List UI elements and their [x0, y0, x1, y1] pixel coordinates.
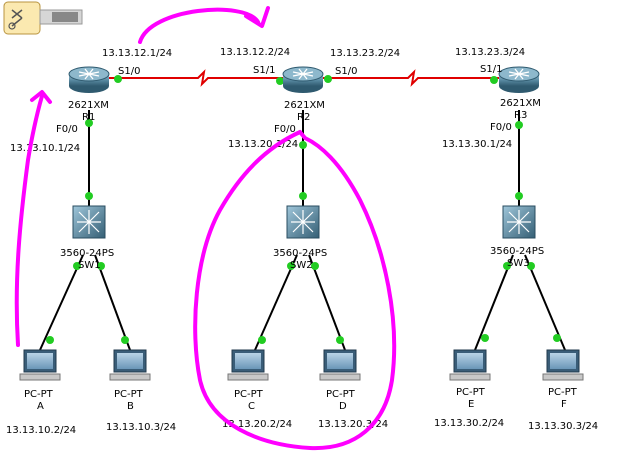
router-r1[interactable]: [68, 66, 110, 93]
sw3-name-label: SW3: [507, 258, 530, 269]
pc-e-ip-label: 13.13.30.2/24: [434, 418, 504, 429]
r1-name-label: R1: [82, 112, 95, 123]
pc-a[interactable]: [19, 349, 61, 381]
switch-sw3[interactable]: [502, 205, 536, 239]
pc-d-ip-label: 13.13.20.3/24: [318, 419, 388, 430]
freehand-annotations: [14, 6, 397, 451]
link-light: [515, 121, 523, 129]
link-light: [46, 336, 54, 344]
r1-f00-ip-label: 13.13.10.1/24: [10, 143, 80, 154]
sw2-model-label: 3560-24PS: [273, 248, 327, 259]
link-light: [324, 75, 332, 83]
pc-a-ip-label: 13.13.10.2/24: [6, 425, 76, 436]
link-light: [121, 336, 129, 344]
pc-f-ip-label: 13.13.30.3/24: [528, 421, 598, 432]
pc-d[interactable]: [319, 349, 361, 381]
annotation-curved-arrow: [138, 7, 260, 44]
r3-f00-label: F0/0: [490, 122, 512, 133]
pc-e-name-label: E: [468, 399, 474, 410]
serial-link-r2-r3[interactable]: [318, 69, 515, 87]
annotation-up-arrowhead: [30, 90, 52, 104]
r2-s11-label: S1/1: [253, 65, 275, 76]
pc-e[interactable]: [449, 349, 491, 381]
annotation-loop: [193, 130, 397, 451]
r3-s11-label: S1/1: [480, 64, 502, 75]
r2-s11-ip-label: 13.13.12.2/24: [220, 47, 290, 58]
link-sw1-b[interactable]: [94, 254, 131, 351]
annotation-up-arrow: [14, 94, 44, 347]
switch-sw2[interactable]: [286, 205, 320, 239]
pc-b-name-label: B: [127, 401, 134, 412]
r3-model-label: 2621XM: [500, 98, 541, 109]
link-status-lights: [46, 75, 561, 344]
link-sw2-d[interactable]: [308, 254, 346, 351]
pc-c-name-label: C: [248, 401, 255, 412]
pc-c-model-label: PC-PT: [234, 389, 264, 400]
link-light: [85, 192, 93, 200]
link-light: [527, 262, 535, 270]
link-light: [515, 192, 523, 200]
pc-e-model-label: PC-PT: [456, 387, 486, 398]
serial-link-r1-r2[interactable]: [103, 69, 300, 87]
r2-f00-ip-label: 13.13.20.1/24: [228, 139, 298, 150]
sw1-name-label: SW1: [78, 260, 101, 271]
r2-model-label: 2621XM: [284, 100, 325, 111]
r3-name-label: R3: [514, 110, 527, 121]
annotation-arrowhead: [244, 6, 270, 28]
link-light: [311, 262, 319, 270]
r3-s11-ip-label: 13.13.23.3/24: [455, 47, 525, 58]
link-light: [503, 262, 511, 270]
link-light: [481, 334, 489, 342]
r2-s10-label: S1/0: [335, 66, 357, 77]
link-light: [553, 334, 561, 342]
router-r2[interactable]: [282, 66, 324, 93]
r3-f00-ip-label: 13.13.30.1/24: [442, 139, 512, 150]
r1-s10-ip-label: 13.13.12.1/24: [102, 48, 172, 59]
link-light: [85, 119, 93, 127]
pc-f[interactable]: [542, 349, 584, 381]
link-sw3-f[interactable]: [524, 254, 566, 351]
r1-s10-label: S1/0: [118, 66, 140, 77]
pc-a-name-label: A: [37, 401, 44, 412]
pc-b-model-label: PC-PT: [114, 389, 144, 400]
pc-a-model-label: PC-PT: [24, 389, 54, 400]
link-light: [490, 76, 498, 84]
r1-model-label: 2621XM: [68, 100, 109, 111]
link-sw1-a[interactable]: [39, 254, 84, 351]
pc-b[interactable]: [109, 349, 151, 381]
workspace-note-icon[interactable]: [3, 1, 83, 35]
r2-name-label: R2: [297, 112, 310, 123]
r2-s10-ip-label: 13.13.23.2/24: [330, 48, 400, 59]
router-r3[interactable]: [498, 66, 540, 93]
r2-f00-label: F0/0: [274, 124, 296, 135]
link-light: [258, 336, 266, 344]
pc-d-name-label: D: [339, 401, 347, 412]
pc-b-ip-label: 13.13.10.3/24: [106, 422, 176, 433]
pc-f-name-label: F: [561, 399, 567, 410]
link-sw2-c[interactable]: [254, 254, 298, 351]
link-light: [114, 75, 122, 83]
r1-f00-label: F0/0: [56, 124, 78, 135]
link-sw3-e[interactable]: [474, 254, 514, 351]
device-labels: 2621XM R1 2621XM R2 2621XM R3 3560-24PS …: [6, 98, 598, 436]
sw1-model-label: 3560-24PS: [60, 248, 114, 259]
pc-c[interactable]: [227, 349, 269, 381]
interface-labels: 13.13.12.1/24 S1/0 F0/0 13.13.10.1/24 13…: [10, 47, 525, 154]
link-light: [336, 336, 344, 344]
link-light: [73, 262, 81, 270]
sw3-model-label: 3560-24PS: [490, 246, 544, 257]
pc-c-ip-label: 13.13.20.2/24: [222, 419, 292, 430]
pc-d-model-label: PC-PT: [326, 389, 356, 400]
sw2-name-label: SW2: [290, 260, 313, 271]
link-light: [276, 77, 284, 85]
switch-sw1[interactable]: [72, 205, 106, 239]
link-light: [97, 262, 105, 270]
link-light: [299, 192, 307, 200]
link-light: [287, 262, 295, 270]
link-light: [299, 141, 307, 149]
pc-f-model-label: PC-PT: [548, 387, 578, 398]
